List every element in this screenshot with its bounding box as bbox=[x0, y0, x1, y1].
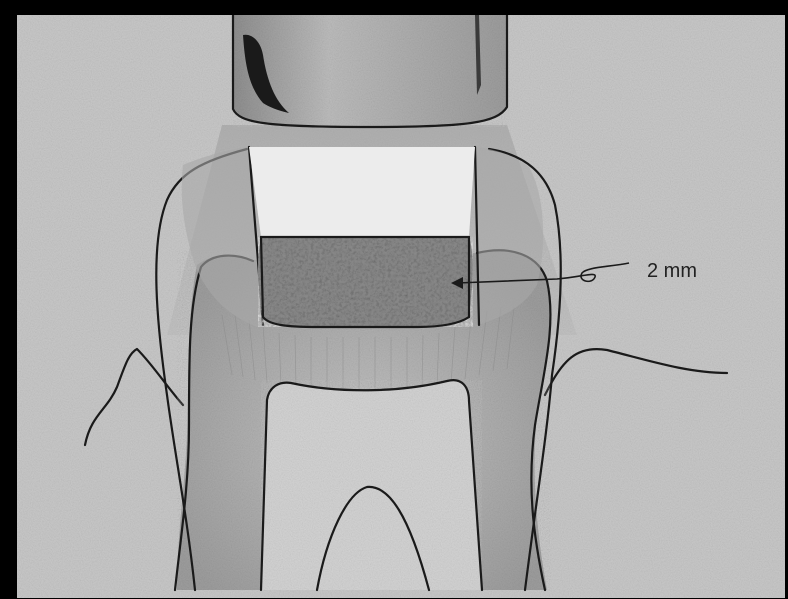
pulp-chamber bbox=[261, 380, 482, 590]
restoration-cap bbox=[249, 147, 475, 237]
instrument-tip bbox=[233, 15, 507, 127]
dental-illustration: 2 mm bbox=[17, 15, 785, 598]
liner-layer bbox=[258, 237, 473, 327]
measurement-label: 2 mm bbox=[647, 260, 697, 282]
